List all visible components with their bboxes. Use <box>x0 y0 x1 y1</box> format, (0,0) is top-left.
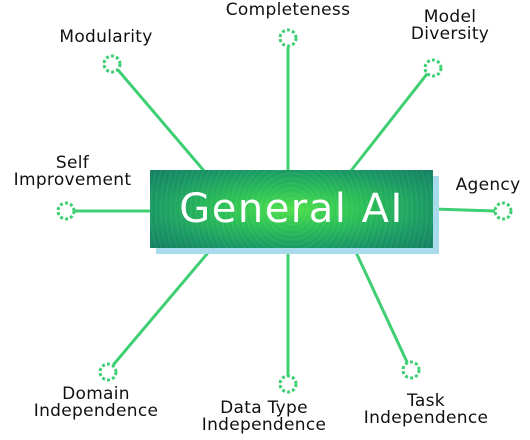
node-task-independence <box>401 360 421 380</box>
center-box: General AI <box>150 170 433 248</box>
node-data-type-independence <box>278 374 298 394</box>
node-completeness <box>278 28 298 48</box>
node-self-improvement <box>56 201 76 221</box>
label-model-diversity: Model Diversity <box>410 7 490 44</box>
spoke-modularity <box>116 68 207 174</box>
node-agency <box>493 201 513 221</box>
node-modularity <box>102 54 122 74</box>
spoke-model-diversity <box>348 72 429 174</box>
label-data-type-independence: Data Type Independence <box>201 398 327 435</box>
spoke-task-independence <box>352 246 409 364</box>
label-agency: Agency <box>455 175 521 195</box>
spoke-domain-independence <box>112 246 214 366</box>
node-model-diversity <box>423 58 443 78</box>
label-task-independence: Task Independence <box>363 391 489 428</box>
label-modularity: Modularity <box>59 27 153 47</box>
label-self-improvement: Self Improvement <box>13 153 132 190</box>
node-domain-independence <box>98 362 118 382</box>
label-completeness: Completeness <box>225 0 351 20</box>
label-domain-independence: Domain Independence <box>33 384 159 421</box>
center-title: General AI <box>179 186 404 232</box>
spoke-agency <box>431 207 497 213</box>
